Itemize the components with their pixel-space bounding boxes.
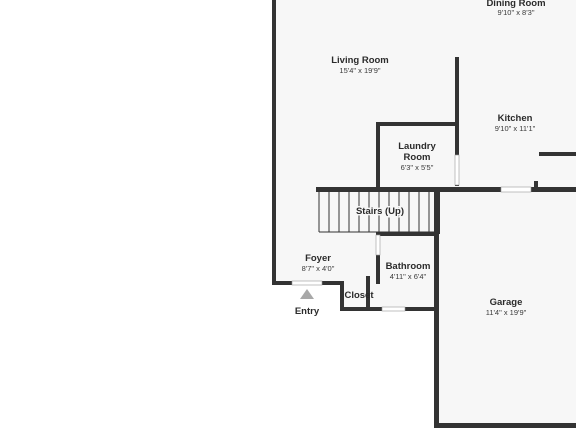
entry-marker: Entry	[295, 289, 320, 317]
stairs-treads	[318, 192, 436, 233]
walls	[272, 0, 576, 428]
openings	[291, 154, 532, 312]
kitchen-dim: 9'10" x 11'1"	[495, 124, 536, 133]
bathroom-name: Bathroom	[386, 261, 431, 272]
laundry-room-dim: 6'3" x 5'5"	[401, 163, 434, 172]
closet-name: Closet	[344, 290, 374, 301]
foyer-name: Foyer	[305, 253, 331, 264]
garage-dim: 11'4" x 19'9"	[486, 308, 527, 317]
dining-room-dim: 9'10" x 8'3"	[498, 8, 535, 17]
floor-areas	[276, 0, 576, 425]
living-room-dim: 15'4" x 19'9"	[339, 66, 380, 75]
room-labels: Dining Room 9'10" x 8'3" Living Room 15'…	[302, 0, 546, 317]
garage-name: Garage	[490, 297, 523, 308]
entry-label: Entry	[295, 306, 320, 317]
stairs-name: Stairs (Up)	[356, 206, 404, 217]
entry-arrow-icon	[300, 289, 314, 299]
dining-room-name: Dining Room	[486, 0, 545, 9]
bathroom-dim: 4'11" x 6'4"	[390, 272, 427, 281]
laundry-room-name-line2: Room	[404, 152, 431, 163]
kitchen-name: Kitchen	[498, 113, 533, 124]
laundry-room-name-line1: Laundry	[398, 141, 436, 152]
living-room-name: Living Room	[331, 55, 389, 66]
foyer-dim: 8'7" x 4'0"	[302, 264, 335, 273]
